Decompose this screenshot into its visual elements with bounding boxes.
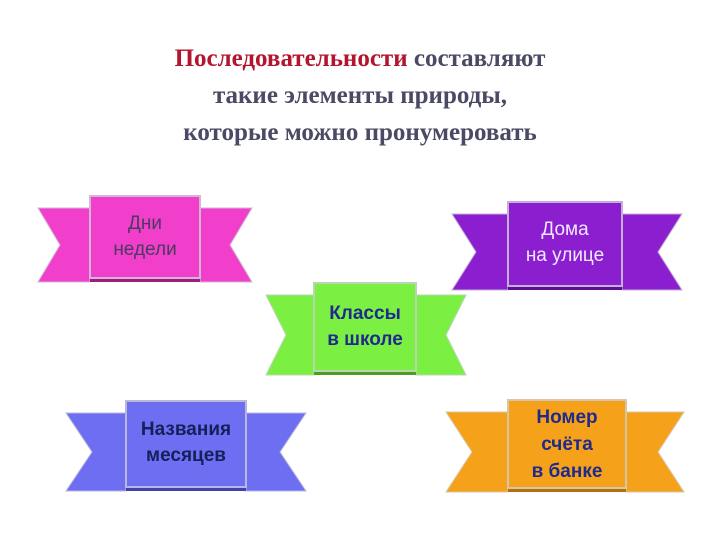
- ribbon-classes-line-2: в школе: [327, 329, 403, 350]
- ribbon-account-line-2: счёта: [541, 433, 593, 455]
- ribbon-days-of-week: Дни недели: [37, 195, 253, 286]
- ribbon-days-line-2: недели: [113, 239, 177, 260]
- heading-line-3: которые можно пронумеровать: [183, 119, 537, 146]
- ribbon-classes-label: Классы в школе: [314, 287, 416, 367]
- ribbon-shape: [65, 400, 307, 492]
- ribbon-account-line-3: в банке: [531, 460, 603, 482]
- heading-line-1-rest: составляют: [407, 45, 546, 72]
- ribbon-shape: [451, 201, 683, 291]
- ribbon-months-line-1: Названия: [140, 419, 232, 440]
- slide-heading: Последовательности составляют такие элем…: [0, 40, 720, 151]
- ribbon-shape: [265, 282, 467, 376]
- ribbon-houses-line-2: на улице: [525, 245, 605, 266]
- ribbon-classes-line-1: Классы: [329, 303, 401, 324]
- ribbon-bank-account-number: Номер счёта в банке: [445, 399, 685, 496]
- ribbon-shape: [37, 195, 253, 283]
- heading-accent-word: Последовательности: [174, 45, 408, 72]
- heading-line-1: Последовательности составляют: [0, 40, 720, 77]
- ribbon-shape: [445, 399, 685, 493]
- heading-line-2: такие элементы природы,: [212, 82, 508, 109]
- ribbon-months-line-2: месяцев: [146, 445, 226, 466]
- ribbon-account-label: Номер счёта в банке: [508, 402, 626, 486]
- ribbon-days-line-1: Дни: [128, 213, 162, 234]
- ribbon-days-label: Дни недели: [90, 200, 200, 274]
- ribbon-months-label: Названия месяцев: [120, 403, 252, 483]
- ribbon-houses-label: Дома на улице: [508, 204, 622, 282]
- ribbon-houses-on-street: Дома на улице: [451, 201, 683, 294]
- ribbon-account-line-1: Номер: [536, 406, 598, 428]
- ribbon-houses-line-1: Дома: [541, 219, 589, 240]
- ribbon-school-classes: Классы в школе: [265, 282, 467, 379]
- ribbon-month-names: Названия месяцев: [65, 400, 307, 495]
